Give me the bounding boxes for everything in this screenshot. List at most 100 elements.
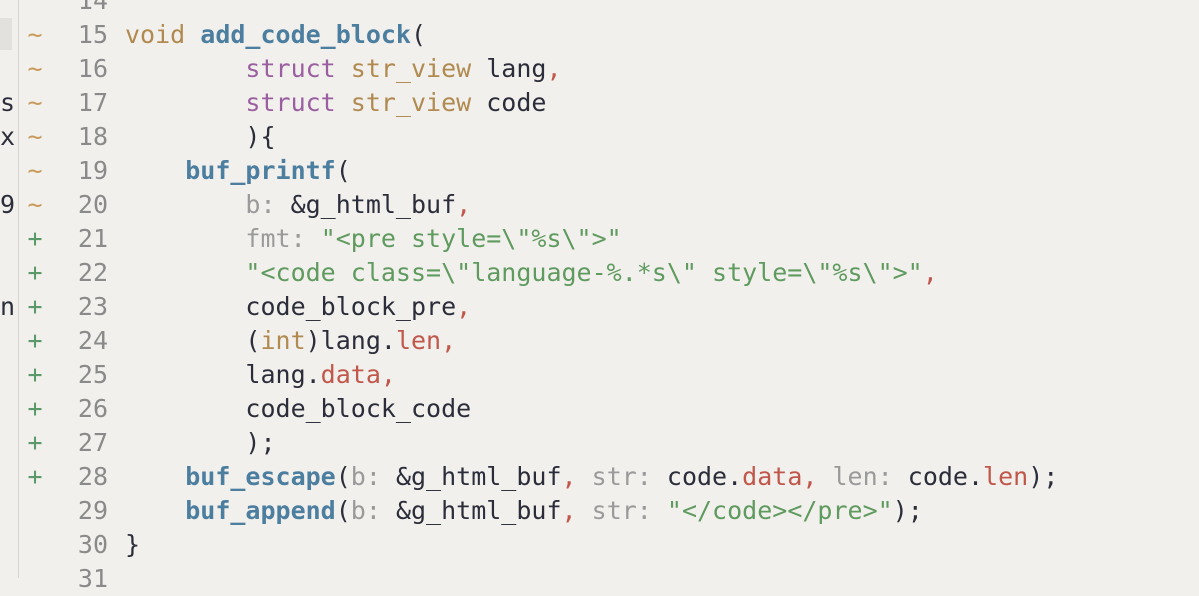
code-token [125,462,185,491]
code-text[interactable]: fmt: "<pre style=\"%s\">" [125,222,621,256]
code-line[interactable]: +22 "<code class=\"language-%.*s\" style… [0,256,1199,290]
code-text[interactable]: struct str_view lang, [125,52,561,86]
code-line[interactable]: ~15 void add_code_block( [0,18,1199,52]
line-number: 16 [77,54,108,83]
code-text[interactable]: ); [125,426,275,460]
code-line[interactable]: 14 [0,0,1199,18]
code-text[interactable]: ){ [125,120,275,154]
code-line[interactable]: n+23 code_block_pre, [0,290,1199,324]
code-token: str_view [350,54,472,83]
code-token: &g_html_buf [395,462,562,491]
diff-modified-marker: ~ [27,156,43,185]
line-number: 22 [77,258,108,287]
code-text[interactable]: lang.data, [125,358,396,392]
code-token: len [983,462,1029,491]
left-panel-selection [0,18,12,50]
code-line[interactable]: +25 lang.data, [0,358,1199,392]
code-line[interactable]: +28 buf_escape(b: &g_html_buf, str: code… [0,460,1199,494]
code-token: , [441,326,457,355]
code-line[interactable]: 31 [0,562,1199,596]
line-number: 17 [77,88,108,117]
diff-added-marker: + [27,258,43,287]
code-text[interactable]: (int)lang.len, [125,324,456,358]
code-token: code [471,88,547,117]
code-line[interactable]: 29 buf_append(b: &g_html_buf, str: "</co… [0,494,1199,528]
code-token: b: [350,496,396,525]
line-number: 26 [77,394,108,423]
diff-modified-marker: ~ [27,54,43,83]
code-token: , [456,190,472,219]
code-text[interactable]: buf_append(b: &g_html_buf, str: "</code>… [125,494,923,528]
diff-added-marker: + [27,394,43,423]
code-token: )lang. [305,326,396,355]
code-token [125,496,185,525]
code-token: len [395,326,442,355]
code-line[interactable]: +21 fmt: "<pre style=\"%s\">" [0,222,1199,256]
code-line[interactable]: ~16 struct str_view lang, [0,52,1199,86]
code-text[interactable]: code_block_pre, [125,290,471,324]
code-line[interactable]: x~18 ){ [0,120,1199,154]
code-token: &g_html_buf [290,190,457,219]
code-token: code_block_code [125,394,472,423]
code-text[interactable]: "<code class=\"language-%.*s\" style=\"%… [125,256,937,290]
code-token: str: [591,496,667,525]
diff-added-marker: + [27,428,43,457]
code-text[interactable]: struct str_view code [125,86,546,120]
diff-modified-marker: ~ [27,122,43,151]
code-line[interactable]: +24 (int)lang.len, [0,324,1199,358]
diff-modified-marker: ~ [27,20,43,49]
code-token: "</code></pre>" [666,496,893,525]
code-text[interactable]: code_block_code [125,392,471,426]
code-token: struct [245,88,351,117]
code-token [125,258,245,287]
line-number: 15 [77,20,108,49]
code-line[interactable]: 30} [0,528,1199,562]
code-token: buf_append [185,496,336,525]
line-number: 24 [77,326,108,355]
code-token: data [742,462,803,491]
code-line[interactable]: +27 ); [0,426,1199,460]
code-token: int [260,326,306,355]
code-token [125,190,245,219]
left-panel-text-fragment: n [0,292,14,321]
diff-added-marker: + [27,360,43,389]
code-text[interactable]: b: &g_html_buf, [125,188,471,222]
code-line[interactable]: +26 code_block_code [0,392,1199,426]
code-token: buf_escape [185,462,336,491]
code-token: ); [892,496,923,525]
code-text[interactable]: void add_code_block( [125,18,426,52]
code-token: ); [1028,462,1059,491]
left-panel-text-fragment: 9 [0,190,14,219]
code-text[interactable]: buf_escape(b: &g_html_buf, str: code.dat… [125,460,1058,494]
line-number: 21 [77,224,108,253]
line-number: 27 [77,428,108,457]
code-line[interactable]: 9~20 b: &g_html_buf, [0,188,1199,222]
code-token [125,292,245,321]
line-number: 14 [77,0,108,15]
diff-added-marker: + [27,326,43,355]
code-token: fmt: [245,224,321,253]
code-token: ( [410,20,427,49]
code-token: str: [591,462,667,491]
code-text[interactable]: } [125,528,140,562]
line-number: 18 [77,122,108,151]
line-number: 23 [77,292,108,321]
line-number: 29 [77,496,108,525]
line-number: 25 [77,360,108,389]
code-token [125,88,245,117]
code-token: data [320,360,381,389]
code-token: ( [335,462,351,491]
code-token: , [456,292,472,321]
code-token: ( [335,496,351,525]
code-token: , [561,496,592,525]
code-token: b: [245,190,291,219]
code-line[interactable]: s~17 struct str_view code [0,86,1199,120]
code-text[interactable]: buf_printf( [125,154,351,188]
code-line[interactable]: ~19 buf_printf( [0,154,1199,188]
line-number: 30 [77,530,108,559]
code-token: str_view [350,88,472,117]
line-number: 28 [77,462,108,491]
code-token: struct [245,54,351,83]
diff-modified-marker: ~ [27,88,43,117]
